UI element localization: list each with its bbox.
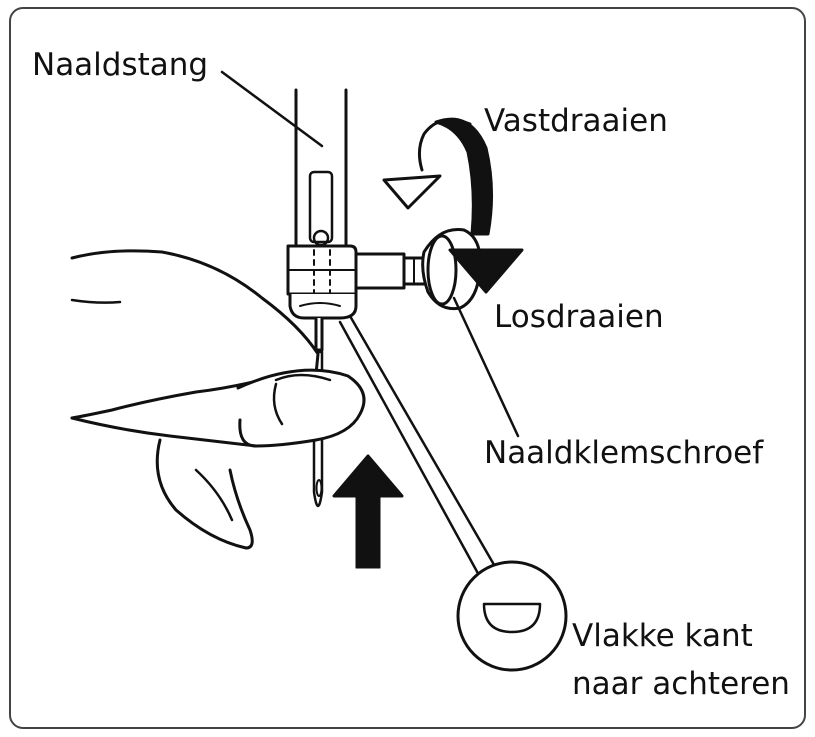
flat-side-label: Vlakke kant naar achteren xyxy=(572,612,790,708)
needle-clamp xyxy=(286,244,358,320)
leader-lines xyxy=(220,70,520,590)
needle-bar xyxy=(294,88,348,247)
tighten-label: Vastdraaien xyxy=(484,103,668,139)
needle-bar-label: Naaldstang xyxy=(32,47,209,83)
flat-side-magnifier xyxy=(456,560,568,672)
clamp-screw xyxy=(354,227,482,311)
up-arrow xyxy=(332,454,404,569)
loosen-arrow xyxy=(434,117,524,294)
clamp-screw-label: Naaldklemschroef xyxy=(484,435,764,471)
hand xyxy=(70,249,366,550)
loosen-label: Losdraaien xyxy=(494,299,664,335)
flat-side-label-line2: naar achteren xyxy=(572,666,790,702)
flat-side-label-line1: Vlakke kant xyxy=(572,618,753,654)
